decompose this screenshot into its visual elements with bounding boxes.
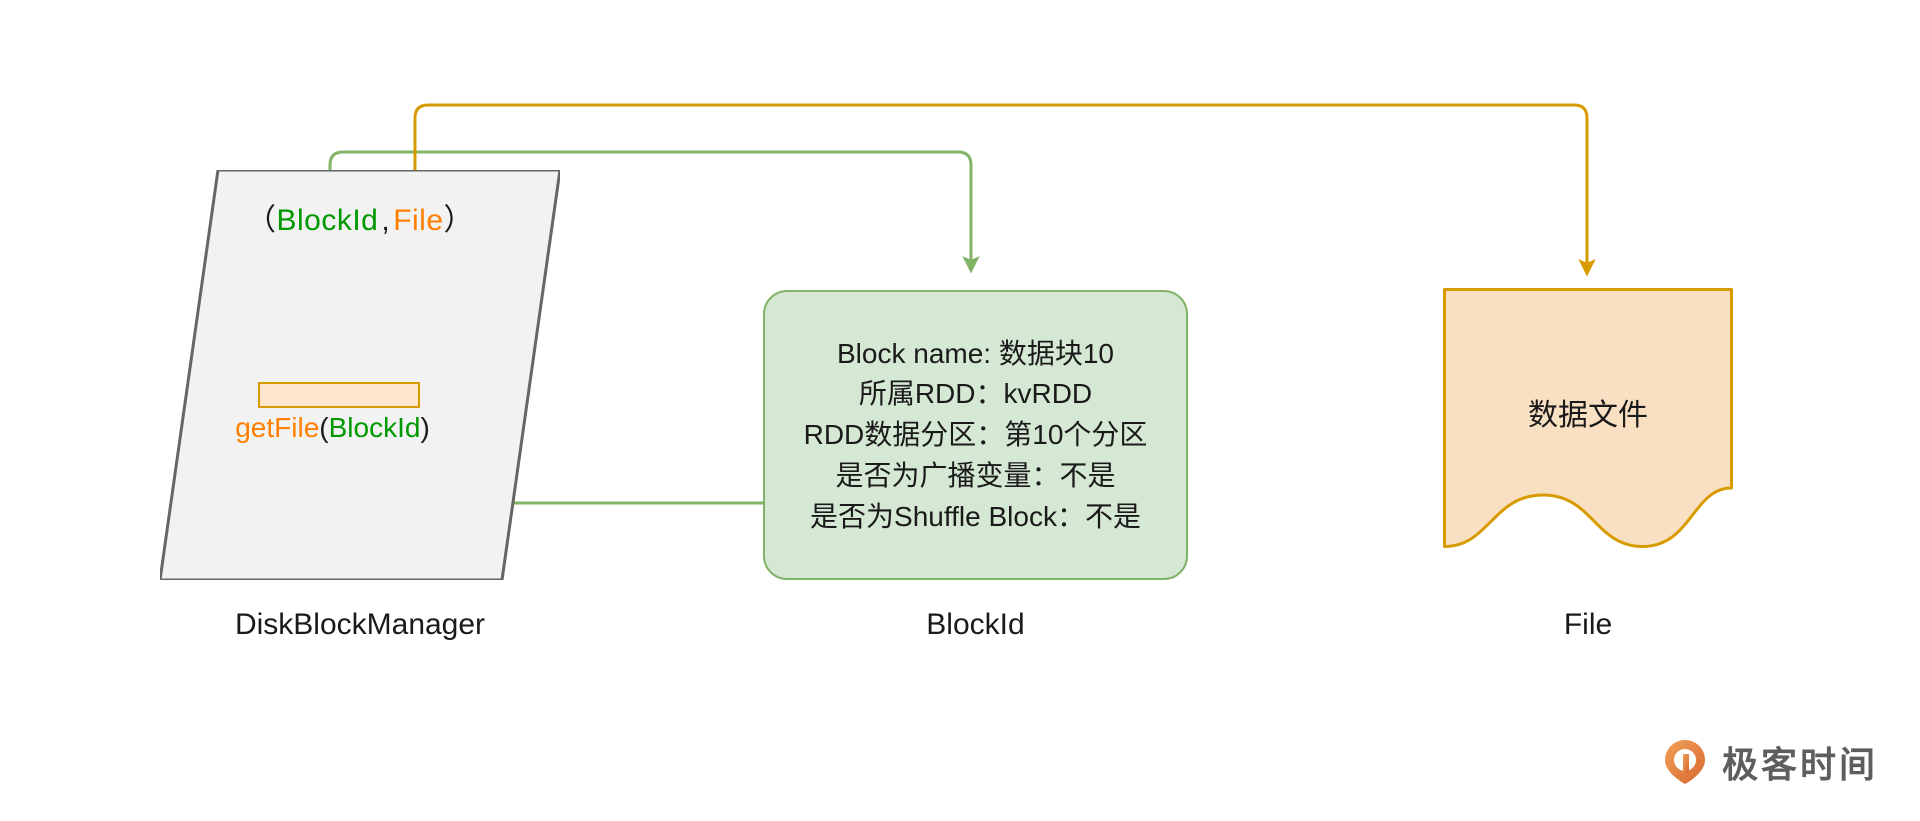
watermark: 极客时间 xyxy=(1662,736,1878,788)
caption-disk-block-manager: DiskBlockManager xyxy=(234,608,486,641)
tuple-key-blockid: BlockId xyxy=(276,204,379,237)
caption-file: File xyxy=(1563,608,1613,641)
getfile-method-bar xyxy=(258,382,420,408)
blockid-file-tuple: （BlockId,File） xyxy=(160,195,560,239)
blockid-line-partition: RDD数据分区：第10个分区 xyxy=(803,419,1148,451)
file-document-label: 数据文件 xyxy=(1528,399,1648,432)
caption-blockid: BlockId xyxy=(926,608,1025,641)
getfile-close-paren: ) xyxy=(420,412,430,443)
tuple-separator: , xyxy=(381,204,391,237)
wire-file-to-document xyxy=(413,103,1596,277)
blockid-detail-box: Block name: 数据块10 所属RDD：kvRDD RDD数据分区：第1… xyxy=(763,290,1188,580)
blockid-line-broadcast: 是否为广播变量：不是 xyxy=(835,459,1116,491)
disk-block-manager-shape xyxy=(160,170,560,580)
disk-block-manager-content: （BlockId,File） getFile(BlockId) xyxy=(160,170,560,580)
blockid-line-shuffle: 是否为Shuffle Block：不是 xyxy=(810,500,1141,532)
getfile-argument-blockid: BlockId xyxy=(328,412,421,443)
blockid-line-rdd: 所属RDD：kvRDD xyxy=(858,378,1093,410)
file-document-shape xyxy=(1443,288,1733,548)
watermark-text: 极客时间 xyxy=(1722,744,1879,785)
tuple-close-paren: ） xyxy=(443,204,475,237)
getfile-open-paren: ( xyxy=(319,412,329,443)
tuple-open-paren: （ xyxy=(245,204,277,237)
tuple-value-file: File xyxy=(393,204,444,237)
getfile-method-name: getFile xyxy=(235,412,320,443)
geektime-logo-icon xyxy=(1665,740,1705,784)
blockid-line-name: Block name: 数据块10 xyxy=(837,337,1114,369)
getfile-signature: getFile(BlockId) xyxy=(160,412,505,444)
